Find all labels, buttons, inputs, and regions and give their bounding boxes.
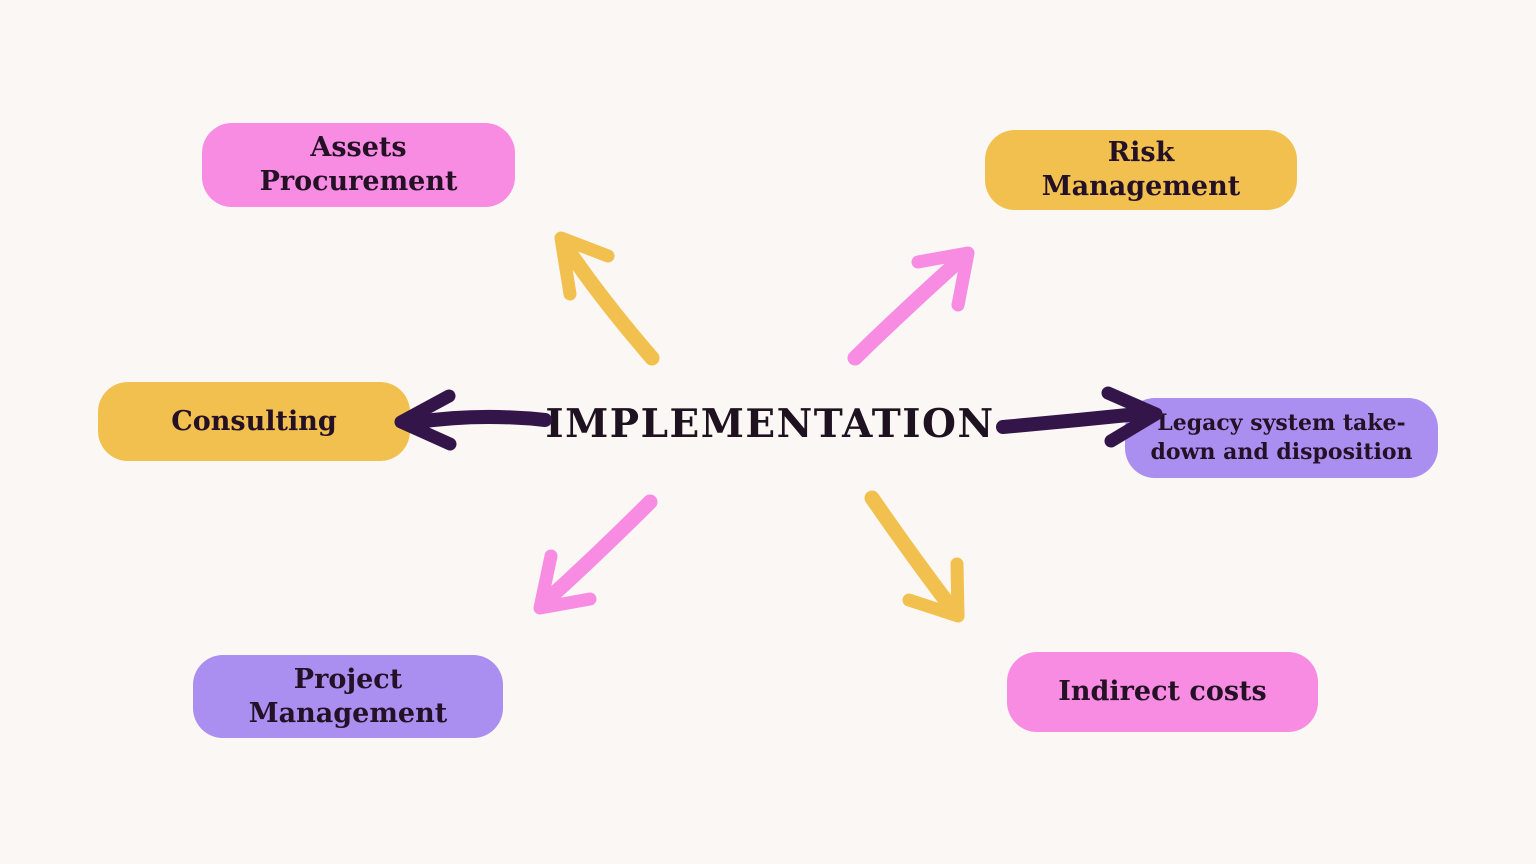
node-legacy-system-takedown-label-line1: Legacy system take- [1157,410,1406,437]
node-assets-procurement-label-line1: Assets [310,132,407,164]
node-risk-management-label-line1: Risk [1107,137,1175,169]
node-project-management: Project Management [193,655,503,738]
node-consulting-label: Consulting [171,405,337,437]
node-consulting: Consulting [98,382,410,461]
node-assets-procurement-label-line2: Procurement [259,166,458,197]
node-project-management-label-line1: Project [293,663,403,695]
node-indirect-costs-label: Indirect costs [1058,676,1267,708]
node-assets-procurement: Assets Procurement [202,123,515,207]
node-legacy-system-takedown-label-line2: down and disposition [1150,439,1413,465]
node-legacy-system-takedown: Legacy system take- down and disposition [1125,398,1438,478]
arrow-to-assets-procurement-icon [554,231,660,366]
arrow-to-consulting-icon [394,389,552,451]
node-project-management-label-line2: Management [248,697,448,729]
node-risk-management: Risk Management [985,130,1297,210]
node-risk-management-label-line2: Management [1041,171,1241,202]
arrow-to-risk-management-icon [847,246,975,366]
arrow-to-project-management-icon [533,494,658,615]
node-indirect-costs: Indirect costs [1007,652,1318,732]
arrow-to-indirect-costs-icon [864,490,965,623]
diagram-center-title: IMPLEMENTATION [545,401,995,447]
